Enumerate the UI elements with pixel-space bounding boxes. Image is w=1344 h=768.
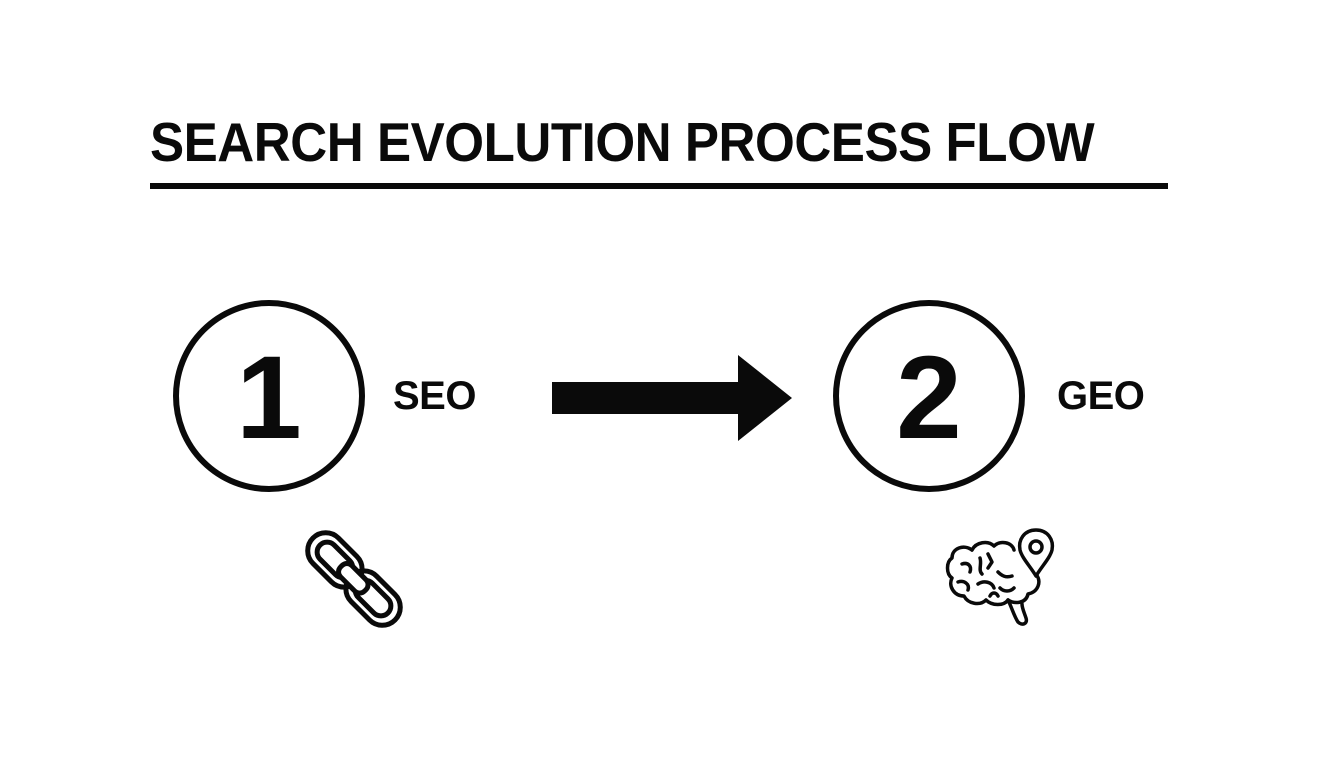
step-1-number: 1 <box>236 332 302 464</box>
brain-location-pin-icon <box>945 528 1055 626</box>
step-2-number-circle: 2 <box>833 300 1025 492</box>
step-2-number: 2 <box>896 332 962 464</box>
title-underline-divider <box>150 183 1168 189</box>
step-1-number-circle: 1 <box>173 300 365 492</box>
link-chain-icon <box>305 530 403 628</box>
arrow-right-icon <box>552 355 792 441</box>
step-2-label: GEO <box>1057 374 1145 418</box>
step-1-label: SEO <box>393 374 476 418</box>
diagram-title: SEARCH EVOLUTION PROCESS FLOW <box>150 111 1095 173</box>
